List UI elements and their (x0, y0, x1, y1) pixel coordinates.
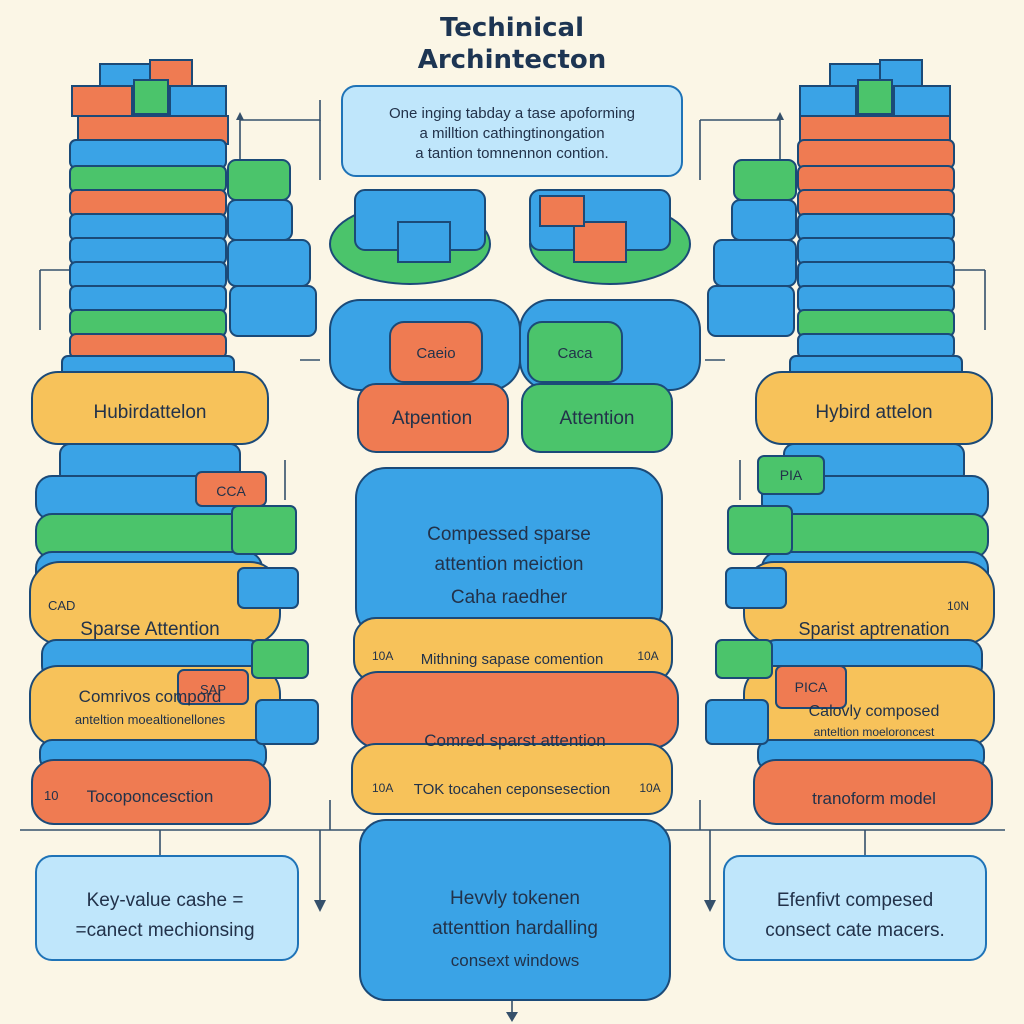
center-labels: Caeio Caca Atpention Attention Compessed… (372, 345, 661, 970)
arrow-heads (236, 112, 784, 1022)
left-sparse-small: CAD (48, 598, 75, 613)
left-attention-label: Atpention (392, 408, 472, 429)
bottom-right-line2: consect cate macers. (765, 920, 945, 941)
band1-label: Mithning sapase comention (421, 651, 604, 668)
right-hybrid-label: Hybird attelon (815, 402, 932, 423)
band3-left-tag: 10A (372, 781, 393, 795)
left-compound-line1: Comrivos compord (79, 687, 222, 706)
arrow-icon (314, 900, 326, 912)
right-tower (705, 59, 995, 825)
arrow-icon (776, 112, 784, 120)
center-stack (329, 189, 701, 1001)
bottom-box-line3: consext windows (451, 951, 580, 970)
bottom-right-line1: Efenfivt compesed (777, 890, 933, 911)
left-bottom-label: Tocoponcesction (87, 787, 214, 806)
left-bottom-small: 10 (44, 788, 58, 803)
bottom-box-line1: Hevvly tokenen (450, 888, 580, 909)
right-tower-labels: Hybird attelon PIA 10N Sparist aptrenati… (780, 402, 969, 808)
right-sparse-label: Sparist aptrenation (798, 619, 949, 639)
left-tower (29, 59, 319, 825)
bottom-left-line2: =canect mechionsing (75, 920, 254, 941)
right-tag-mid: PICA (795, 679, 828, 695)
band3-right-tag: 10A (639, 781, 660, 795)
bottom-left-note: Key-value cashe = =canect mechionsing (35, 855, 299, 961)
main-box-line1: Compessed sparse (427, 524, 591, 545)
right-tag-top: PIA (780, 467, 803, 483)
right-bottom-label: tranoform model (812, 789, 936, 808)
left-sparse-label: Sparse Attention (80, 619, 219, 640)
main-box-line3: Caha raedher (451, 587, 568, 608)
left-tag-top: CCA (216, 483, 246, 499)
top-note-box: One inging tabday a tase apoforming a mi… (341, 85, 683, 177)
bottom-box-line2: attenttion hardalling (432, 918, 598, 939)
right-sparse-small: 10N (947, 599, 969, 613)
arrow-icon (506, 1012, 518, 1022)
top-note-line2: a milltion cathingtinongation (419, 125, 604, 142)
top-note-line1: One inging tabday a tase apoforming (389, 105, 635, 122)
right-compound-line1: Calovly composed (809, 703, 940, 720)
right-cache-label: Caca (557, 345, 593, 362)
band2-label: Comred sparst attention (424, 731, 605, 750)
bottom-left-line1: Key-value cashe = (87, 890, 244, 911)
left-tower-labels: Hubirdattelon CCA CAD Sparse Attention S… (44, 402, 246, 806)
right-attention-label: Attention (560, 408, 635, 429)
right-compound-line2: anteltion moeloroncest (814, 725, 935, 739)
top-note-line3: a tantion tomnennon contion. (415, 145, 608, 162)
title-line2: Archintecton (418, 45, 607, 75)
band1-left-tag: 10A (372, 649, 393, 663)
left-compound-line2: anteltion moealtionellones (75, 712, 226, 727)
left-cache-label: Caeio (416, 345, 455, 362)
arrow-icon (236, 112, 244, 120)
band1-right-tag: 10A (637, 649, 658, 663)
bottom-right-note: Efenfivt compesed consect cate macers. (723, 855, 987, 961)
band3-label: TOK tocahen ceponsesection (414, 781, 611, 798)
left-tag-mid: SAP (200, 682, 226, 697)
title-line1: Techinical (440, 13, 584, 43)
left-hybrid-label: Hubirdattelon (93, 402, 206, 423)
main-box-line2: attention meiction (435, 554, 584, 575)
arrow-icon (704, 900, 716, 912)
